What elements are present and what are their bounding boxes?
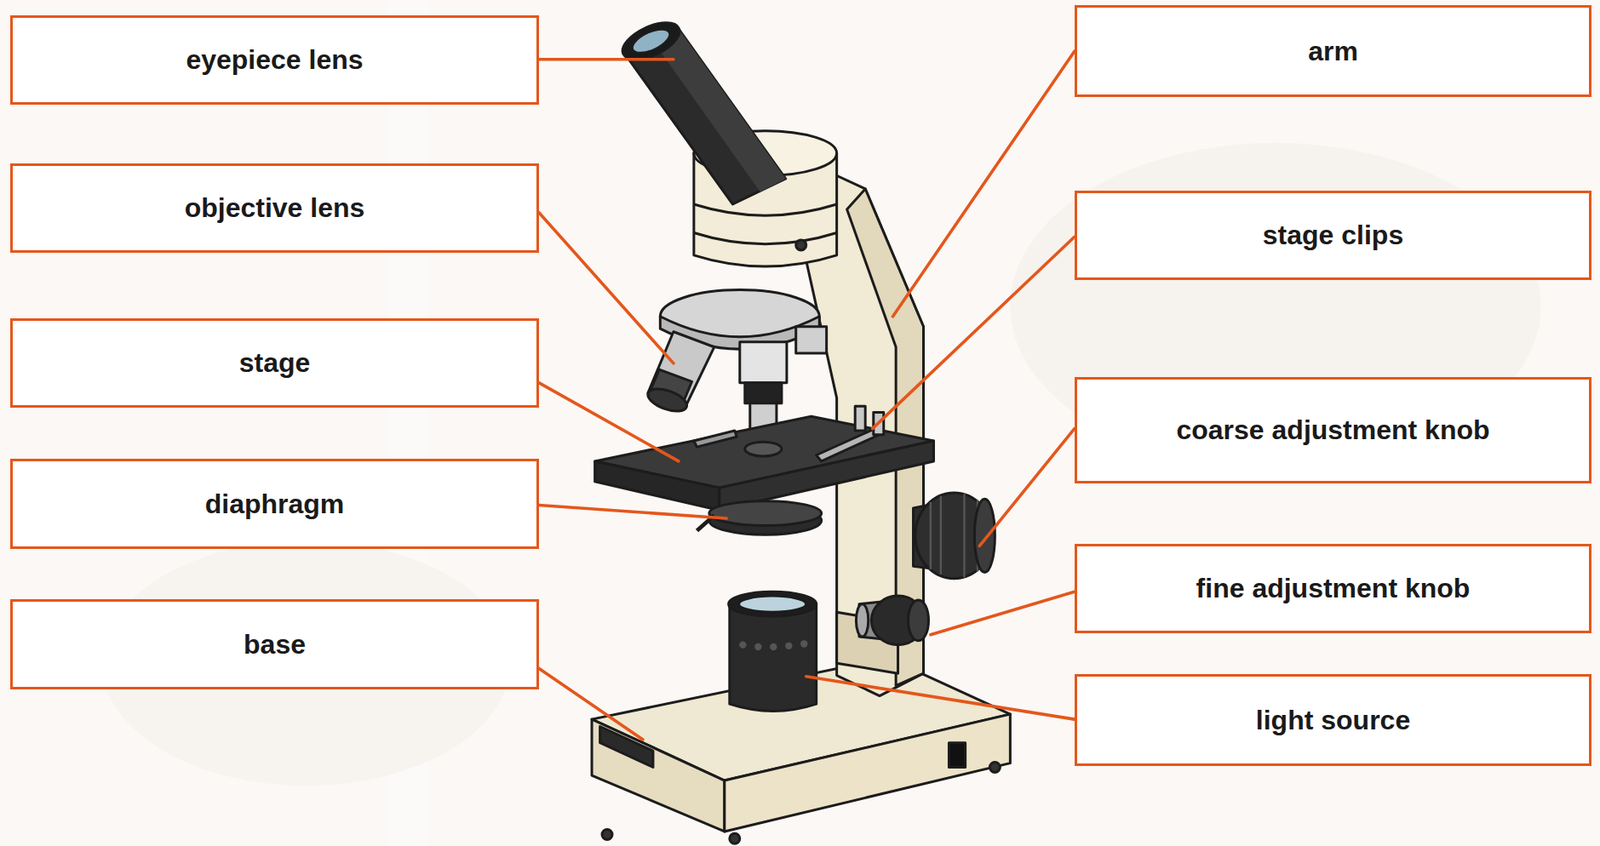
part-label: fine adjustment knob: [1196, 573, 1471, 605]
label-box: stage: [10, 318, 540, 408]
part-label: objective lens: [184, 192, 366, 224]
part-label: eyepiece lens: [185, 44, 363, 76]
label-box: fine adjustment knob: [1074, 544, 1592, 634]
part-label: stage: [239, 347, 311, 379]
label-box: coarse adjustment knob: [1074, 377, 1592, 484]
label-box: diaphragm: [10, 458, 540, 550]
label-box: stage clips: [1074, 190, 1592, 281]
leader-lines: [539, 51, 1075, 740]
label-box: objective lens: [10, 163, 540, 253]
part-label: stage clips: [1262, 219, 1404, 252]
background-wash: [102, 0, 1542, 846]
label-box: eyepiece lens: [10, 15, 540, 105]
part-label: diaphragm: [205, 488, 345, 521]
label-box: base: [10, 599, 540, 690]
microscope: [591, 15, 1010, 844]
part-label: light source: [1255, 705, 1411, 737]
part-label: arm: [1307, 35, 1359, 68]
part-label: base: [243, 629, 306, 661]
label-box: arm: [1074, 5, 1592, 98]
part-label: coarse adjustment knob: [1175, 414, 1490, 447]
label-box: light source: [1074, 674, 1592, 767]
